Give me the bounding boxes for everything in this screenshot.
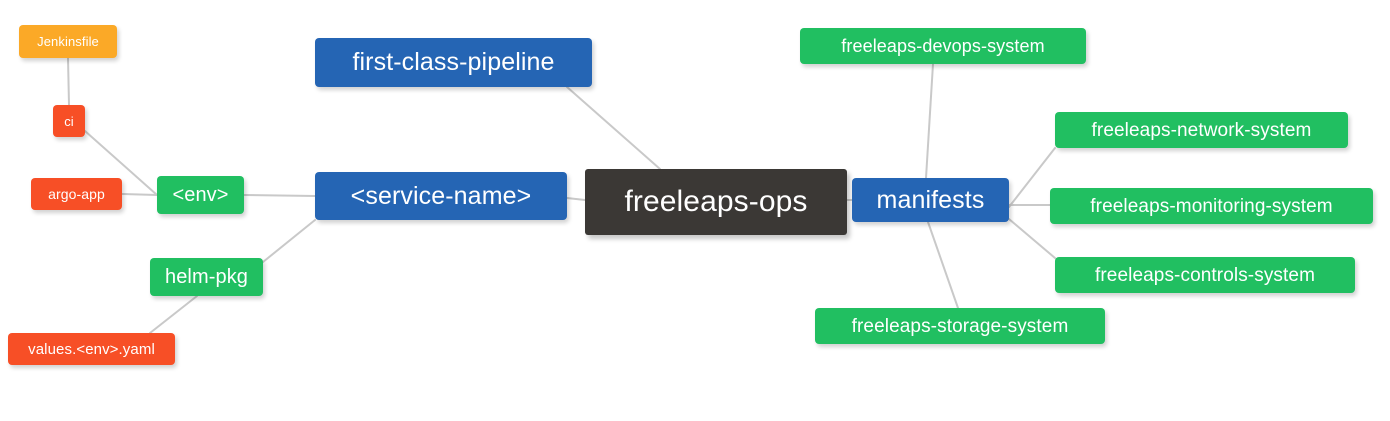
edge-service-name-to-freeleaps-ops [566,197,586,201]
mindmap-node-manifests[interactable]: manifests [852,178,1009,222]
mindmap-node-freeleaps-ops[interactable]: freeleaps-ops [585,169,847,235]
mindmap-node-network-system[interactable]: freeleaps-network-system [1055,112,1348,148]
edge-first-class-pipeline-to-freeleaps-ops [566,86,661,170]
edge-service-name-to-helm-pkg [262,219,316,263]
mindmap-node-service-name[interactable]: <service-name> [315,172,567,220]
mindmap-node-values-env-yaml[interactable]: values.<env>.yaml [8,333,175,365]
mindmap-node-storage-system[interactable]: freeleaps-storage-system [815,308,1105,344]
mindmap-node-env[interactable]: <env> [157,176,244,214]
mindmap-node-devops-system[interactable]: freeleaps-devops-system [800,28,1086,64]
mindmap-node-ci[interactable]: ci [53,105,85,137]
mindmap-node-jenkinsfile[interactable]: Jenkinsfile [19,25,117,58]
edge-helm-pkg-to-values-env-yaml [149,295,198,334]
mindmap-node-argo-app[interactable]: argo-app [31,178,122,210]
edge-controls-system-to-manifests [1008,218,1056,259]
mindmap-node-monitoring-system[interactable]: freeleaps-monitoring-system [1050,188,1373,224]
edge-env-to-service-name [243,194,316,197]
edge-devops-system-to-manifests [925,63,934,179]
mindmap-node-first-class-pipeline[interactable]: first-class-pipeline [315,38,592,87]
edge-argo-app-to-env [121,193,158,196]
mindmap-node-helm-pkg[interactable]: helm-pkg [150,258,263,296]
edge-network-system-to-manifests [1008,147,1056,208]
edge-storage-system-to-manifests [927,221,959,309]
mindmap-node-controls-system[interactable]: freeleaps-controls-system [1055,257,1355,293]
edge-jenkinsfile-to-ci [67,57,70,106]
